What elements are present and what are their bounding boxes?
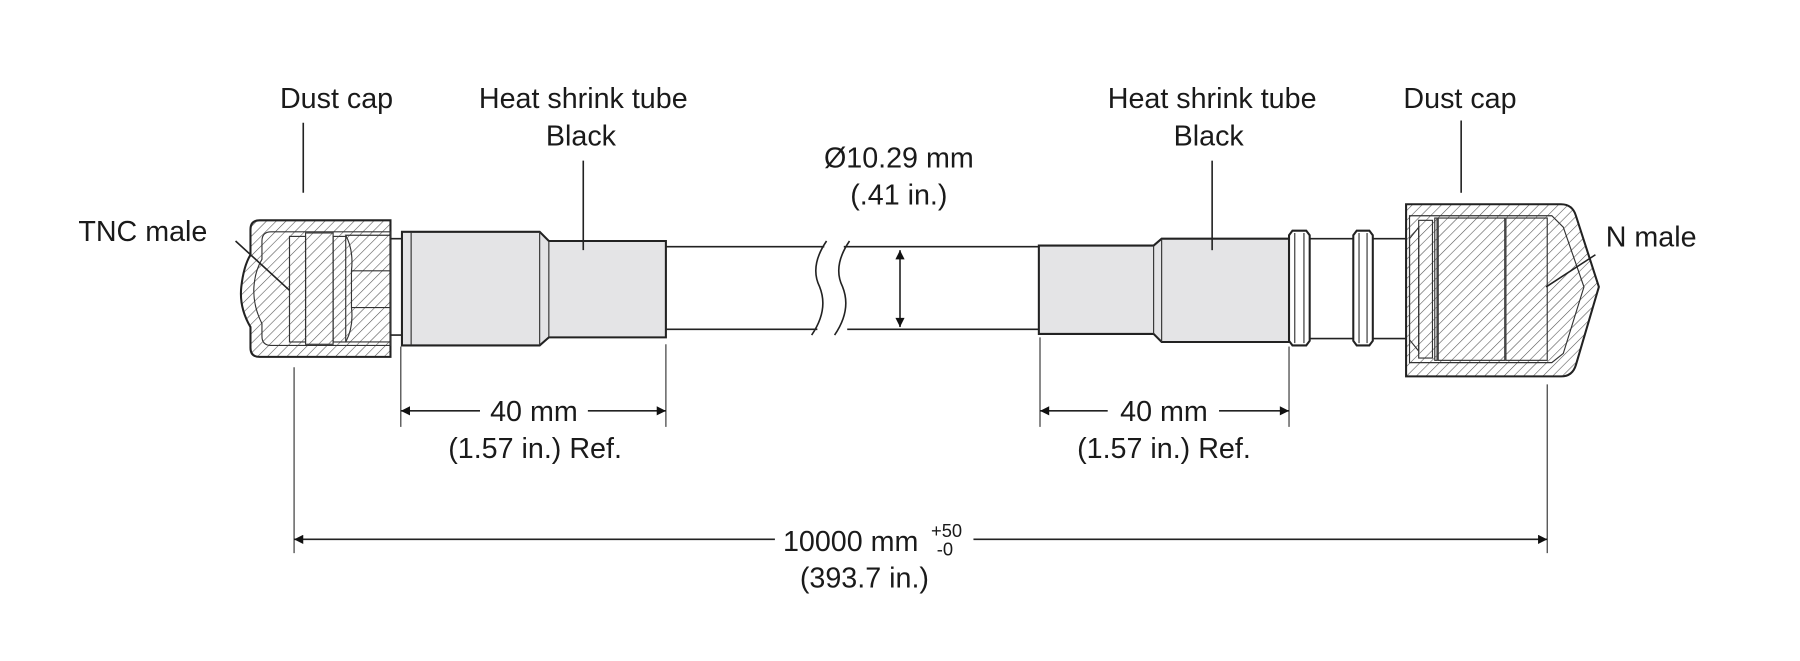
- right-shrink-dimension: 40 mm (1.57 in.) Ref.: [1039, 337, 1290, 465]
- right-dust-cap-callout: Dust cap: [1403, 83, 1517, 193]
- n-male-callout: N male: [1545, 222, 1697, 288]
- right-dust-cap-label: Dust cap: [1403, 83, 1516, 115]
- overall-tolerance-plus: +50: [931, 520, 962, 541]
- right-heat-shrink-tube: [1037, 237, 1291, 344]
- left-heat-shrink-color: Black: [546, 121, 617, 153]
- cable: [665, 240, 1039, 336]
- right-shrink-length-in: (1.57 in.) Ref.: [1077, 433, 1251, 465]
- overall-tolerance-minus: -0: [937, 538, 953, 559]
- left-heat-shrink-callout: Heat shrink tube Black: [479, 83, 688, 251]
- tnc-male-label: TNC male: [78, 216, 207, 248]
- tnc-male-callout: TNC male: [78, 216, 291, 291]
- diameter-in-label: (.41 in.): [850, 179, 947, 211]
- right-shrink-length-mm: 40 mm: [1120, 396, 1208, 428]
- overall-length-mm: 10000 mm: [783, 526, 918, 558]
- overall-length-dimension: 10000 mm +50 -0 (393.7 in.): [293, 367, 1548, 595]
- left-dust-cap-label: Dust cap: [280, 83, 393, 115]
- right-dust-cap: [1405, 203, 1600, 378]
- cable-break-left: [810, 240, 828, 336]
- cable-break-right: [833, 240, 851, 336]
- n-male-label: N male: [1606, 222, 1697, 254]
- left-shrink-length-in: (1.57 in.) Ref.: [448, 433, 622, 465]
- n-male-connector: [1287, 229, 1409, 347]
- right-heat-shrink-label: Heat shrink tube: [1108, 83, 1317, 115]
- left-shrink-dimension: 40 mm (1.57 in.) Ref.: [400, 344, 667, 465]
- left-dust-cap: [239, 219, 392, 358]
- right-heat-shrink-callout: Heat shrink tube Black: [1108, 83, 1317, 251]
- left-heat-shrink-label: Heat shrink tube: [479, 83, 688, 115]
- left-dust-cap-callout: Dust cap: [280, 83, 393, 193]
- left-shrink-length-mm: 40 mm: [490, 396, 578, 428]
- tnc-male-connector: [288, 232, 402, 345]
- diameter-mm-label: Ø10.29 mm: [824, 143, 974, 175]
- right-heat-shrink-color: Black: [1174, 121, 1245, 153]
- diameter-callout: Ø10.29 mm (.41 in.): [824, 143, 974, 328]
- left-heat-shrink-tube: [400, 230, 667, 347]
- overall-length-in: (393.7 in.): [800, 563, 929, 595]
